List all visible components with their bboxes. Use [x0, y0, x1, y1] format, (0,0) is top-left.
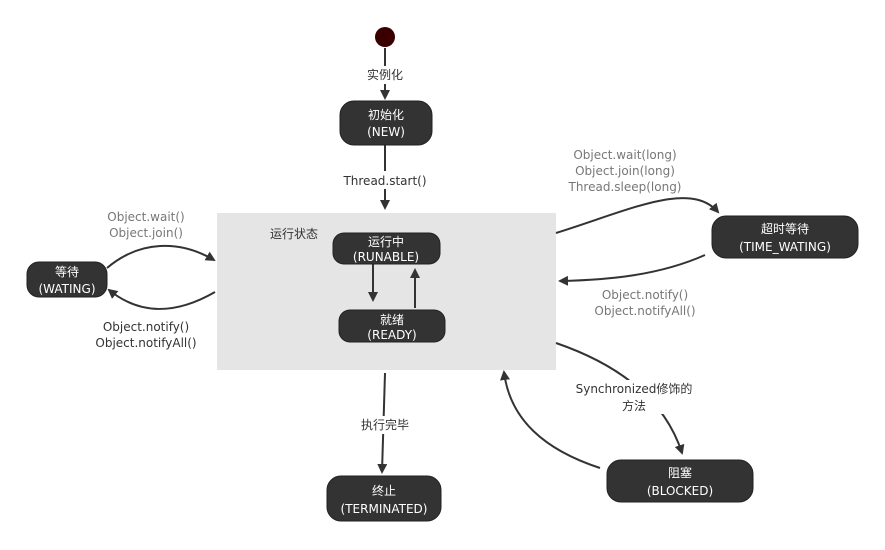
- label-to-timed-2: Object.join(long): [575, 164, 675, 178]
- state-timed-waiting-name: 超时等待: [761, 221, 809, 236]
- state-running-code: (RUNABLE): [353, 250, 419, 264]
- state-waiting-name: 等待: [55, 265, 79, 279]
- state-ready-name: 就绪: [380, 313, 404, 327]
- state-new: 初始化 (NEW): [339, 100, 433, 146]
- state-ready-code: (READY): [367, 328, 416, 342]
- label-from-timed-2: Object.notifyAll(): [594, 304, 695, 318]
- state-timed-waiting-code: (TIME_WATING): [739, 240, 831, 254]
- state-terminated-code: (TERMINATED): [341, 502, 428, 516]
- state-new-name: 初始化: [368, 108, 404, 122]
- initial-state-dot: [375, 27, 395, 47]
- label-to-blocked-1: Synchronized修饰的: [576, 381, 693, 396]
- edge-to-timed-waiting: [555, 197, 720, 234]
- edge-from-waiting: [107, 288, 216, 310]
- state-running: 运行中 (RUNABLE): [332, 232, 441, 265]
- edge-from-timed-waiting: [558, 254, 706, 286]
- label-thread-start: Thread.start(): [342, 174, 426, 188]
- state-blocked: 阻塞 (BLOCKED): [606, 459, 754, 503]
- label-to-blocked-2: 方法: [622, 398, 646, 413]
- label-to-waiting-1: Object.wait(): [107, 210, 184, 224]
- state-waiting-code: (WATING): [39, 282, 96, 296]
- label-from-timed-1: Object.notify(): [602, 288, 688, 302]
- label-from-waiting-1: Object.notify(): [103, 320, 189, 334]
- label-finish: 执行完毕: [361, 417, 409, 432]
- state-new-code: (NEW): [367, 125, 405, 139]
- label-from-waiting-2: Object.notifyAll(): [95, 336, 196, 350]
- state-waiting: 等待 (WATING): [26, 261, 108, 298]
- label-to-waiting-2: Object.join(): [109, 226, 183, 240]
- edge-from-blocked: [500, 370, 601, 469]
- state-running-name: 运行中: [368, 234, 404, 249]
- label-to-timed-1: Object.wait(long): [573, 148, 676, 162]
- state-terminated: 终止 (TERMINATED): [326, 475, 442, 522]
- container-title: 运行状态: [270, 227, 318, 241]
- state-terminated-name: 终止: [372, 483, 396, 498]
- state-ready: 就绪 (READY): [338, 309, 446, 343]
- state-blocked-name: 阻塞: [668, 465, 692, 480]
- label-instantiate: 实例化: [367, 67, 403, 82]
- label-to-timed-3: Thread.sleep(long): [567, 180, 681, 194]
- state-timed-waiting: 超时等待 (TIME_WATING): [711, 215, 859, 259]
- edge-to-waiting: [106, 244, 216, 269]
- state-blocked-code: (BLOCKED): [647, 484, 713, 498]
